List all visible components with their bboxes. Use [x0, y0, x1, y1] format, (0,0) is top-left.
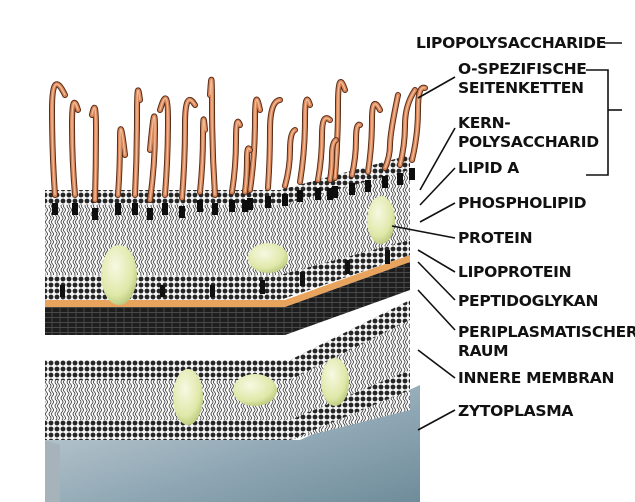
lipid-a-anchor — [92, 208, 98, 220]
lipid-a-anchor — [212, 203, 218, 215]
label-periplasmic-space: PERIPLASMATISCHER — [458, 323, 635, 341]
label-phospholipid: PHOSPHOLIPID — [458, 194, 587, 212]
lipid-a-anchor — [162, 203, 168, 215]
lipid-a-anchor — [265, 196, 271, 208]
label-periplasmic-space-2: RAUM — [458, 342, 508, 360]
lipid-a-anchor — [179, 206, 185, 218]
lipid-a-anchor — [297, 190, 303, 202]
label-inner-membrane: INNERE MEMBRAN — [458, 369, 614, 387]
labels: LIPOPOLYSACCHARIDE O-SPEZIFISCHE SEITENK… — [416, 34, 635, 420]
lipid-a-anchor — [382, 176, 388, 188]
o-side-chain-fill — [182, 100, 195, 198]
label-core-polysaccharide-2: POLYSACCHARID — [458, 133, 599, 151]
label-protein: PROTEIN — [458, 229, 532, 247]
outer-membrane-protein — [367, 196, 395, 244]
label-lipoprotein: LIPOPROTEIN — [458, 263, 571, 281]
lipid-a-anchor — [229, 200, 235, 212]
label-core-polysaccharide: KERN- — [458, 114, 510, 132]
lipid-a-anchor — [365, 180, 371, 192]
label-lipopolysaccharide: LIPOPOLYSACCHARIDE — [416, 34, 606, 52]
label-o-side-chains-2: SEITENKETTEN — [458, 79, 584, 97]
lipid-a-anchor — [52, 203, 58, 215]
inner-membrane-protein — [321, 358, 349, 406]
lipid-a-anchor — [147, 208, 153, 220]
label-lipid-a: LIPID A — [458, 159, 519, 177]
outer-membrane-protein — [248, 243, 288, 273]
lipid-a-anchor — [72, 203, 78, 215]
lipid-a-anchor — [315, 188, 321, 200]
label-cytoplasm: ZYTOPLASMA — [458, 402, 573, 420]
lipid-a-anchor — [397, 173, 403, 185]
inner-membrane-protein — [173, 369, 203, 425]
lipid-a-anchor — [349, 183, 355, 195]
lipid-a-anchor — [409, 168, 415, 180]
lipid-a-anchor — [282, 194, 288, 206]
lipid-a-anchor — [115, 203, 121, 215]
lipid-a-anchor — [132, 203, 138, 215]
lipid-a-anchor — [327, 188, 333, 200]
lipid-a-anchor — [242, 200, 248, 212]
inner-membrane-protein — [233, 374, 277, 406]
lipid-a-anchor — [197, 200, 203, 212]
label-o-side-chains: O-SPEZIFISCHE — [458, 60, 587, 78]
label-peptidoglycan: PEPTIDOGLYKAN — [458, 292, 598, 310]
outer-membrane-protein — [101, 245, 137, 305]
